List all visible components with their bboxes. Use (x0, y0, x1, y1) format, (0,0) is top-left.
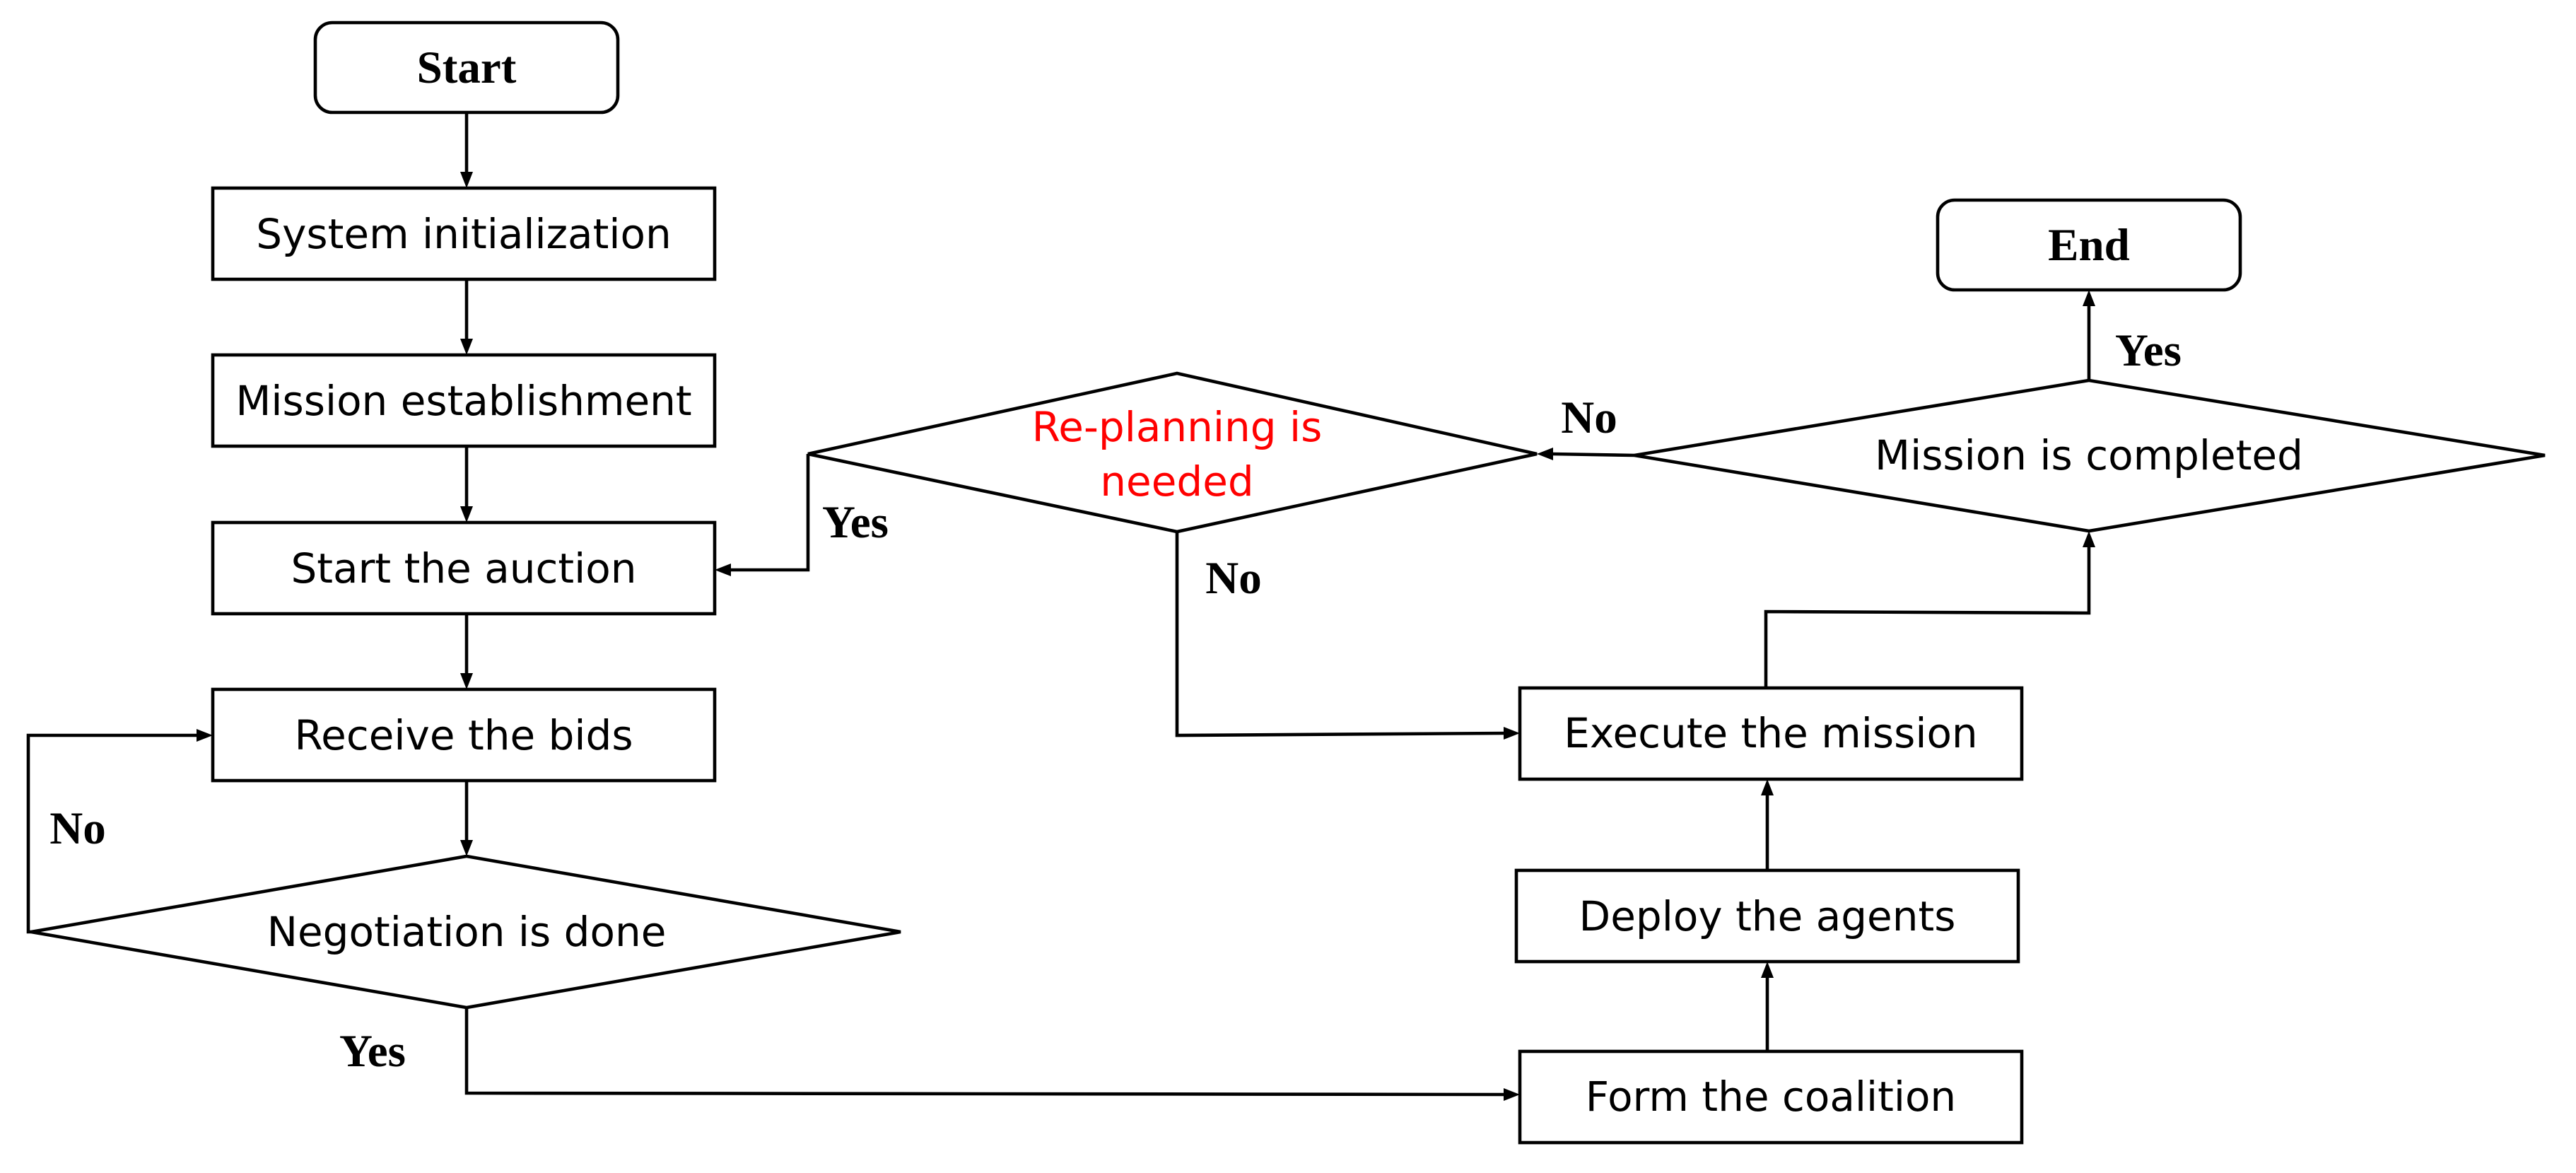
form-coalition-label: Form the coalition (1586, 1073, 1956, 1121)
end-label: End (2048, 220, 2130, 271)
end-node: End (1936, 198, 2242, 292)
deploy-agents-node: Deploy the agents (1514, 868, 2020, 964)
arrow-coalition-to-deploy (1761, 962, 1774, 1051)
system-initialization-label: System initialization (256, 210, 671, 258)
execute-mission-node: Execute the mission (1518, 686, 2024, 781)
replanning-label-line1: Re-planning is (1032, 403, 1323, 451)
arrow-replanning-no-to-execute (1175, 532, 1520, 740)
arrow-negotiation-yes-to-coalition (464, 1008, 1520, 1101)
receive-bids-label: Receive the bids (294, 711, 633, 759)
start-auction-node: Start the auction (211, 520, 717, 616)
negotiation-decision: Negotiation is done (30, 854, 901, 1010)
negotiation-no-label: No (49, 803, 105, 854)
mission-completed-label: Mission is completed (1875, 431, 2303, 479)
replanning-decision: Re-planning is needed (807, 371, 1538, 534)
arrow-deploy-to-execute (1761, 779, 1774, 870)
arrow-completed-yes-to-end (2083, 290, 2095, 380)
mission-completed-decision: Mission is completed (1634, 378, 2546, 533)
arrow-establishment-to-auction (460, 446, 473, 523)
arrow-start-to-init (460, 112, 473, 188)
negotiation-decision-label: Negotiation is done (267, 908, 667, 956)
arrow-negotiation-no-loop (26, 729, 213, 934)
system-initialization-node: System initialization (211, 186, 717, 281)
execute-mission-label: Execute the mission (1564, 709, 1977, 757)
deploy-agents-label: Deploy the agents (1579, 892, 1956, 940)
arrow-bids-to-negotiation (460, 781, 473, 856)
mission-establishment-label: Mission establishment (235, 377, 691, 425)
receive-bids-node: Receive the bids (211, 687, 717, 783)
replanning-yes-label: Yes (822, 497, 889, 548)
start-label: Start (417, 42, 517, 93)
arrow-execute-to-completed (1764, 531, 2095, 688)
arrow-auction-to-bids (460, 614, 473, 689)
start-auction-label: Start the auction (291, 544, 636, 593)
arrow-completed-no-to-replanning (1537, 448, 1635, 460)
arrow-init-to-establishment (460, 279, 473, 355)
form-coalition-node: Form the coalition (1518, 1049, 2024, 1145)
arrow-replanning-yes-to-auction (715, 454, 810, 576)
start-node: Start (313, 21, 620, 115)
completed-yes-label: Yes (2115, 325, 2182, 376)
completed-no-label: No (1561, 392, 1617, 443)
negotiation-yes-label: Yes (339, 1026, 406, 1077)
replanning-label-line2: needed (1100, 457, 1253, 506)
replanning-no-label: No (1205, 553, 1261, 604)
mission-establishment-node: Mission establishment (211, 353, 717, 448)
